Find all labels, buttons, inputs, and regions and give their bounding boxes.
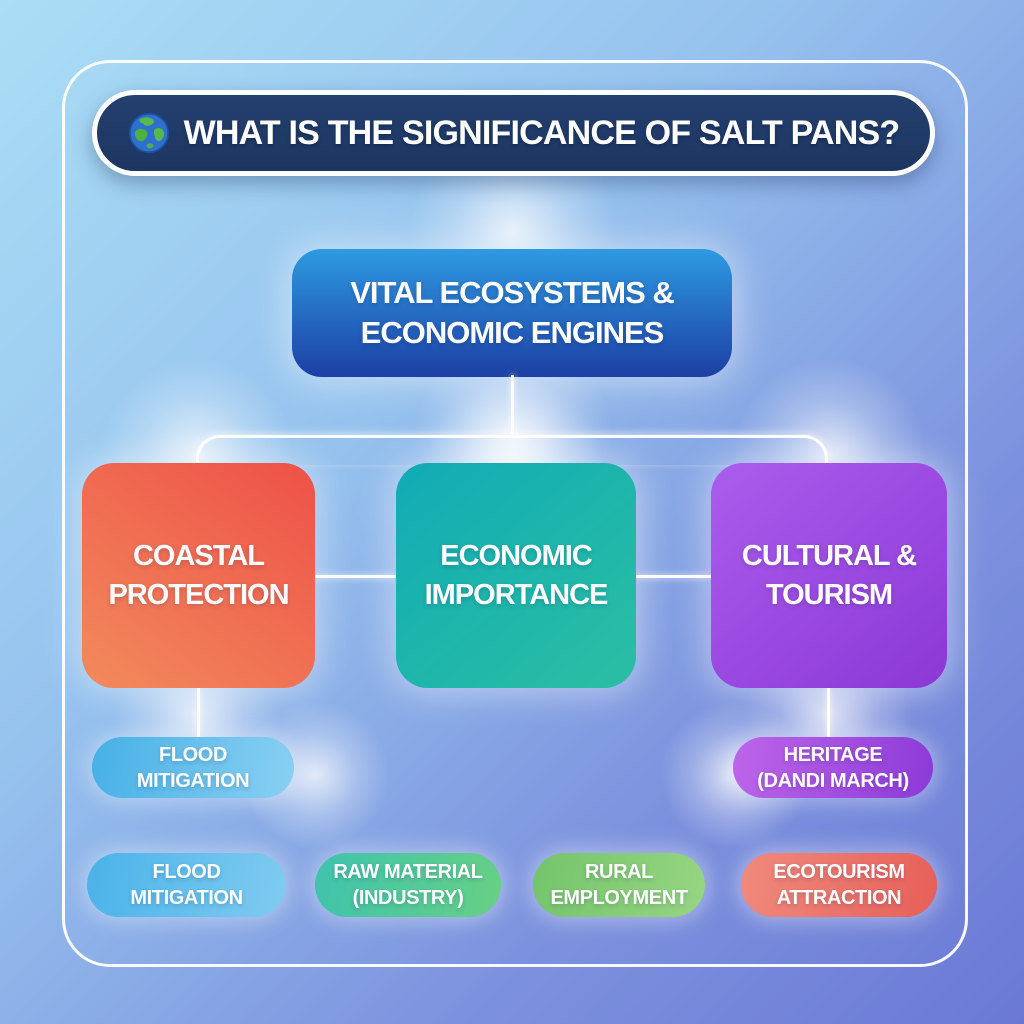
subpill-label: HERITAGE (DANDI MARCH) [757,743,909,792]
bottom-pill-flood-mitigation: FLOOD MITIGATION [87,853,286,917]
bottom-pill-label: ECOTOURISM ATTRACTION [773,861,905,909]
branch-label: CULTURAL & TOURISM [741,540,917,611]
connector-branch-arc [196,435,828,465]
branch-label: COASTAL PROTECTION [108,540,289,611]
connector-coastal-economic [315,575,396,578]
globe-icon [128,112,169,154]
subpill-heritage-dandi-march: HERITAGE (DANDI MARCH) [733,737,933,798]
bottom-pill-label: RAW MATERIAL (INDUSTRY) [333,861,483,909]
connector-economic-cultural [636,575,711,578]
branch-label: ECONOMIC IMPORTANCE [424,540,609,611]
outer-frame [62,60,968,967]
connector-root-stub [511,375,514,437]
root-node-label: VITAL ECOSYSTEMS & ECONOMIC ENGINES [350,275,675,350]
root-node: VITAL ECOSYSTEMS & ECONOMIC ENGINES [292,249,732,377]
connector-coastal-subpill [197,688,200,737]
bottom-pill-label: FLOOD MITIGATION [130,861,243,909]
branch-cultural-tourism: CULTURAL & TOURISM [711,463,947,688]
connector-cultural-subpill [827,688,830,737]
bottom-pill-ecotourism-attraction: ECOTOURISM ATTRACTION [741,853,937,917]
header-banner: WHAT IS THE SIGNIFICANCE OF SALT PANS? [92,90,935,176]
bottom-pill-label: RURAL EMPLOYMENT [550,861,688,909]
bottom-pill-rural-employment: RURAL EMPLOYMENT [533,853,705,917]
subpill-label: FLOOD MITIGATION [136,743,250,792]
branch-economic-importance: ECONOMIC IMPORTANCE [396,463,636,688]
branch-coastal-protection: COASTAL PROTECTION [82,463,315,688]
bottom-pill-raw-material-industry: RAW MATERIAL (INDUSTRY) [315,853,501,917]
subpill-flood-mitigation: FLOOD MITIGATION [92,737,294,798]
page-title: WHAT IS THE SIGNIFICANCE OF SALT PANS? [183,113,901,152]
